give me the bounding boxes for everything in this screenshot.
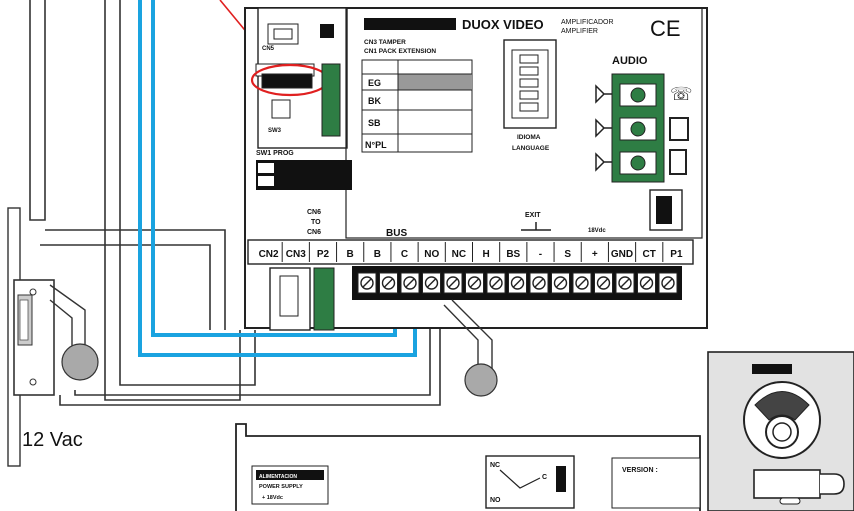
terminal-label: H	[482, 249, 489, 260]
cn1-extension-label: CN1 PACK EXTENSION	[364, 48, 436, 55]
power-supply: ALIMENTACION POWER SUPPLY + 18Vdc NC C N…	[235, 423, 701, 511]
terminal-strip-labels: CN2 CN3 P2 B B C NO NC H BS - S + GND CT P1	[247, 239, 694, 265]
screw-slot	[620, 278, 630, 288]
relay-c-label: C	[542, 474, 547, 481]
cn6-label-2: TO	[311, 219, 321, 226]
sw1-prog-label: SW1 PROG	[256, 150, 294, 157]
relay-no-label: NO	[490, 497, 501, 504]
lock-voltage-label: 12 Vac	[22, 429, 83, 451]
module-brand: DUOX VIDEO	[462, 17, 544, 32]
terminal-label: GND	[611, 249, 633, 260]
panel-icon	[669, 149, 687, 175]
sw1-prog: SW1 PROG	[256, 150, 352, 190]
terminal-label: B	[374, 249, 381, 260]
screw-slot	[491, 278, 501, 288]
door-panel	[707, 351, 854, 511]
amplifier-label-es: AMPLIFICADOR	[561, 19, 614, 26]
audio-label: AUDIO	[612, 55, 648, 67]
cn6-label-1: CN6	[307, 209, 321, 216]
screw-slot	[513, 278, 522, 288]
lock-coil	[61, 343, 99, 381]
cn5-label: CN5	[262, 46, 275, 52]
amplifier-module: DUOX VIDEO AMPLIFICADOR AMPLIFIER CE CN3…	[244, 7, 708, 331]
screw-slot	[534, 278, 544, 288]
screw-slot	[470, 278, 479, 288]
status-row-npl: N°PL	[365, 140, 387, 150]
psu-label-3: + 18Vdc	[262, 495, 283, 501]
terminal-label: CN3	[286, 249, 306, 260]
exit-button-coil	[464, 363, 498, 397]
screw-slot	[405, 278, 415, 288]
green-connector-small	[321, 63, 341, 137]
green-connector-bottom	[313, 267, 335, 331]
left-wiring	[29, 0, 441, 406]
terminal-label: CN2	[259, 249, 279, 260]
terminal-label: B	[347, 249, 354, 260]
screw-slot	[663, 278, 673, 288]
status-row-bk: BK	[368, 96, 381, 106]
screw-terminal-strip	[352, 266, 682, 300]
speaker-icons	[595, 84, 612, 172]
terminal-label: +	[592, 249, 598, 260]
status-row-sb: SB	[368, 118, 381, 128]
door-lock: 12 Vac	[7, 207, 99, 467]
ce-mark: CE	[650, 16, 681, 41]
terminal-label: BS	[506, 249, 520, 260]
terminal-label: CT	[643, 249, 656, 260]
language-dip-switch: IDIOMA LANGUAGE	[503, 39, 557, 152]
terminal-label: -	[539, 249, 542, 260]
screw-slot	[384, 278, 393, 288]
status-row-eg: EG	[368, 78, 381, 88]
audio-terminals	[611, 73, 665, 183]
exit-label: EXIT	[525, 212, 541, 219]
terminal-label: C	[401, 249, 408, 260]
screw-slot	[556, 278, 565, 288]
handset-icon: ☏	[670, 84, 693, 104]
screw-slot	[362, 278, 372, 288]
cn6-label-3: CN6	[307, 229, 321, 236]
terminal-label: P2	[317, 249, 330, 260]
terminal-label: P1	[670, 249, 683, 260]
psu-version-label: VERSION :	[622, 467, 658, 474]
call-button	[753, 469, 821, 499]
screw-slot	[577, 278, 587, 288]
camera-icon	[669, 117, 689, 141]
idioma-label: IDIOMA	[517, 134, 541, 141]
status-table: EG BK SB N°PL	[361, 59, 473, 153]
voltage-label: 18Vdc	[588, 228, 606, 234]
screw-slot	[448, 278, 458, 288]
screw-slot	[642, 278, 651, 288]
terminal-label: NC	[452, 249, 466, 260]
amplifier-label-en: AMPLIFIER	[561, 28, 598, 35]
terminal-label: S	[564, 249, 571, 260]
terminal-label: NO	[424, 249, 439, 260]
sw3-label: SW3	[268, 128, 282, 134]
screw-slot	[599, 278, 608, 288]
screw-slot	[427, 278, 436, 288]
language-label: LANGUAGE	[512, 145, 550, 152]
cn3-tamper-label: CN3 TAMPER	[364, 39, 406, 46]
psu-label-1: ALIMENTACION	[259, 474, 297, 480]
bus-label: BUS	[386, 228, 407, 239]
relay-nc-label: NC	[490, 462, 500, 469]
psu-label-2: POWER SUPPLY	[259, 484, 303, 490]
